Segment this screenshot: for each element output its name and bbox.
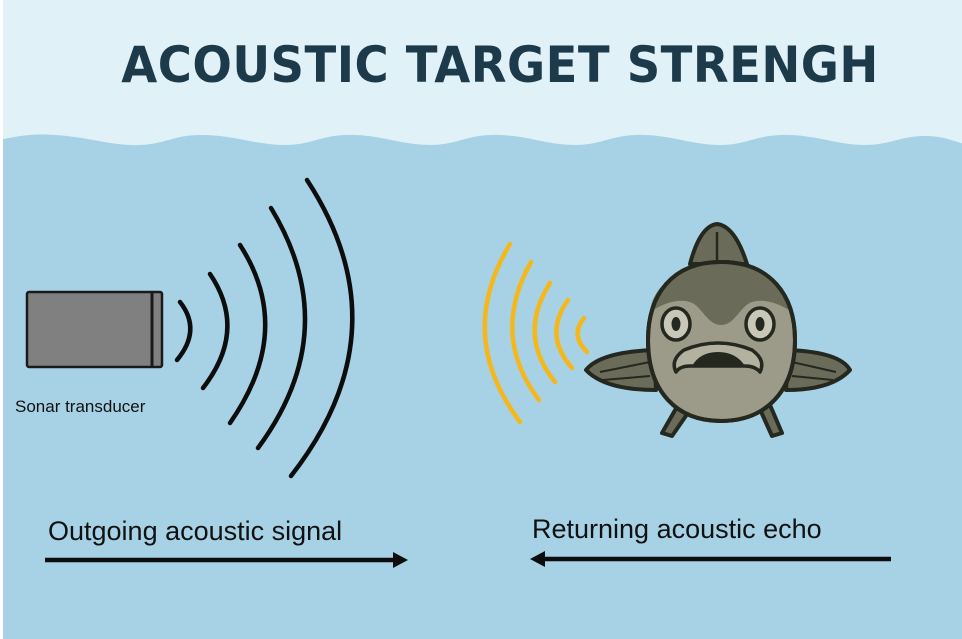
illustration xyxy=(3,134,962,639)
outgoing-waves-icon xyxy=(174,177,355,479)
transducer-label: Sonar transducer xyxy=(15,397,146,416)
echo-waves-icon xyxy=(482,241,590,425)
outgoing-signal-label: Outgoing acoustic signal xyxy=(48,516,343,546)
outgoing-arrow-icon xyxy=(45,552,408,568)
returning-arrow-icon xyxy=(530,551,891,567)
fish-icon xyxy=(584,222,852,438)
sonar-transducer-icon xyxy=(25,290,164,369)
returning-echo-label: Returning acoustic echo xyxy=(532,514,822,544)
diagram-frame xyxy=(3,0,962,639)
diagram-title: ACOUSTIC TARGET STRENGH xyxy=(121,36,879,94)
